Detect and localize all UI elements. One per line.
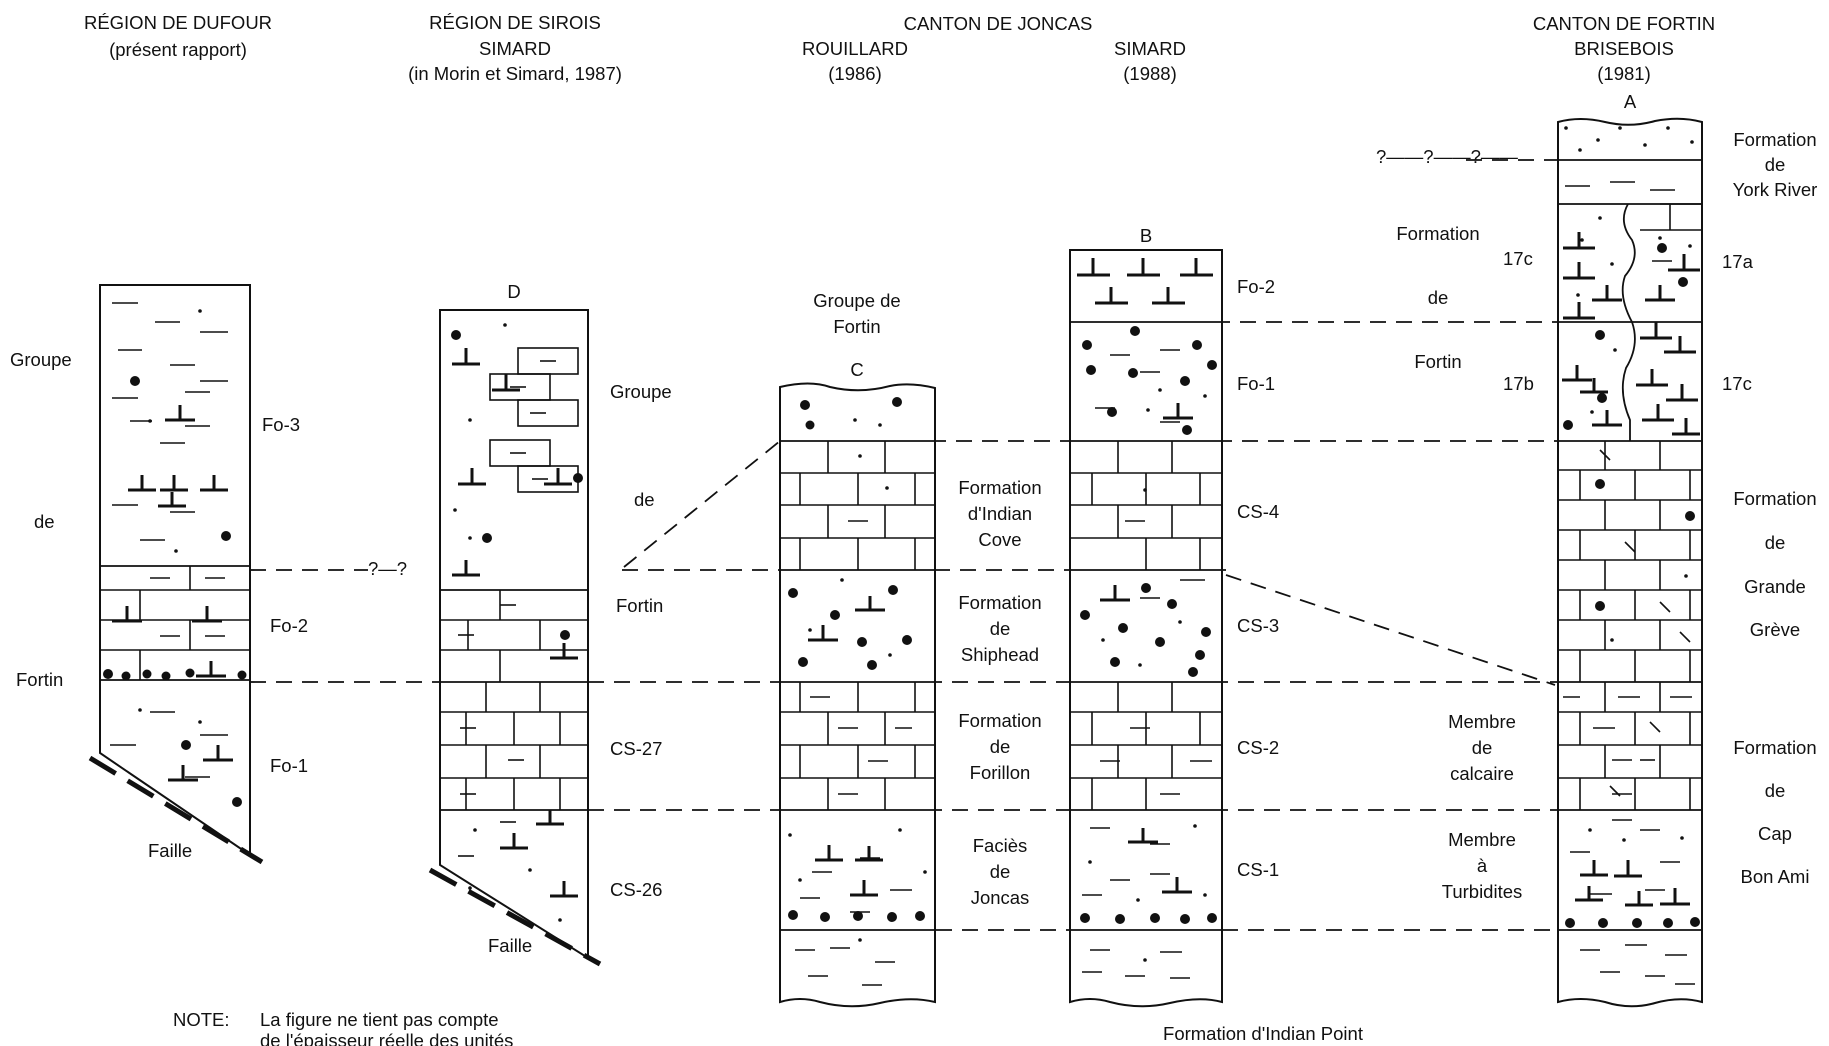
unit-label-17c-left: 17c xyxy=(1503,248,1533,269)
header-sirois-title: RÉGION DE SIROIS xyxy=(429,12,601,33)
column-brisebois-outline xyxy=(1558,119,1702,1007)
formation-indian-cove-1: Formation xyxy=(958,477,1041,498)
formation-indian-cove-3: Cove xyxy=(978,529,1021,550)
column-rouillard: C Groupe de Fortin Formation d'Indian Co… xyxy=(780,290,1042,1006)
header-sirois-ref: (in Morin et Simard, 1987) xyxy=(408,63,622,84)
york-river-query-label: ?——?——?—— xyxy=(1376,146,1518,167)
column-letter-b: B xyxy=(1140,225,1152,246)
formation-cap-bon-ami-2: de xyxy=(1765,780,1786,801)
header-dufour-sub: (présent rapport) xyxy=(109,39,247,60)
header-dufour: RÉGION DE DUFOUR (présent rapport) xyxy=(84,12,272,60)
facies-joncas-3: Joncas xyxy=(971,887,1030,908)
facies-joncas-2: de xyxy=(990,861,1011,882)
formation-grande-greve-4: Grève xyxy=(1750,619,1800,640)
unit-label-fo2-b: Fo-2 xyxy=(1237,276,1275,297)
header-simard-year: (1988) xyxy=(1123,63,1176,84)
column-sirois: D Groupe de Fortin CS-27 CS-26 Faille xyxy=(430,281,672,964)
note-line-1: La figure ne tient pas compte xyxy=(260,1009,499,1030)
formation-cap-bon-ami-4: Bon Ami xyxy=(1741,866,1810,887)
header-simard-name: SIMARD xyxy=(1114,38,1186,59)
column-simard-outline xyxy=(1070,250,1222,1006)
unit-label-cs3: CS-3 xyxy=(1237,615,1279,636)
header-fortin-title: CANTON DE FORTIN xyxy=(1533,13,1715,34)
member-turbidites-1: Membre xyxy=(1448,829,1516,850)
header-fortin: CANTON DE FORTIN BRISEBOIS (1981) xyxy=(1533,13,1715,84)
formation-indian-point-label: Formation d'Indian Point xyxy=(1163,1023,1363,1044)
col1-group-label-3: Fortin xyxy=(16,669,63,690)
fault-label: Faille xyxy=(488,935,532,956)
column-simard-1988: B Fo-2 Fo-1 CS-4 CS-3 CS-2 CS-1 xyxy=(1070,225,1279,1006)
header-rouillard-name: ROUILLARD xyxy=(802,38,908,59)
note-heading: NOTE: xyxy=(173,1009,230,1030)
unit-label-17b: 17b xyxy=(1503,373,1534,394)
formation-indian-cove-2: d'Indian xyxy=(968,503,1032,524)
fault-label: Faille xyxy=(148,840,192,861)
header-simard-1988: SIMARD (1988) xyxy=(1114,38,1186,84)
col5-group-label-1: Formation xyxy=(1396,223,1479,244)
member-turbidites-2: à xyxy=(1477,855,1488,876)
unit-label-17c-right: 17c xyxy=(1722,373,1752,394)
col1-group-label-2: de xyxy=(34,511,55,532)
col3-group-label-2: Fortin xyxy=(833,316,880,337)
query-label: ?—? xyxy=(368,558,407,579)
formation-cap-bon-ami-1: Formation xyxy=(1733,737,1816,758)
unit-label-fo1-b: Fo-1 xyxy=(1237,373,1275,394)
formation-grande-greve-2: de xyxy=(1765,532,1786,553)
formation-forillon-2: de xyxy=(990,736,1011,757)
formation-forillon-3: Forillon xyxy=(970,762,1031,783)
formation-shiphead-3: Shiphead xyxy=(961,644,1039,665)
column-brisebois: A Formation de Fortin 17c 17b 17a 17c Fo… xyxy=(1396,91,1817,1006)
column-letter-d: D xyxy=(507,281,520,302)
formation-grande-greve-3: Grande xyxy=(1744,576,1806,597)
col5-group-label-3: Fortin xyxy=(1414,351,1461,372)
unit-label-fo3: Fo-3 xyxy=(262,414,300,435)
header-dufour-title: RÉGION DE DUFOUR xyxy=(84,12,272,33)
header-fortin-author: BRISEBOIS xyxy=(1574,38,1674,59)
header-joncas: CANTON DE JONCAS xyxy=(904,13,1093,34)
col2-group-label-1: Groupe xyxy=(610,381,672,402)
col1-group-label-1: Groupe xyxy=(10,349,72,370)
note: NOTE: La figure ne tient pas compte de l… xyxy=(173,1009,513,1046)
unit-label-fo2: Fo-2 xyxy=(270,615,308,636)
facies-joncas-1: Faciès xyxy=(973,835,1028,856)
column-letter-a: A xyxy=(1624,91,1637,112)
col3-group-label-1: Groupe de xyxy=(813,290,900,311)
formation-shiphead-1: Formation xyxy=(958,592,1041,613)
formation-cap-bon-ami-3: Cap xyxy=(1758,823,1792,844)
column-dufour-outline xyxy=(100,285,250,855)
column-dufour: Groupe de Fortin Fo-3 Fo-2 Fo-1 Faille xyxy=(10,285,308,862)
col2-group-label-2: de xyxy=(634,489,655,510)
formation-york-river-1: Formation xyxy=(1733,129,1816,150)
header-fortin-year: (1981) xyxy=(1597,63,1650,84)
unit-label-cs4: CS-4 xyxy=(1237,501,1279,522)
member-calcaire-2: de xyxy=(1472,737,1493,758)
header-sirois: RÉGION DE SIROIS SIMARD (in Morin et Sim… xyxy=(408,12,622,84)
header-rouillard: ROUILLARD (1986) xyxy=(802,38,908,84)
col2-group-label-3: Fortin xyxy=(616,595,663,616)
note-line-2: de l'épaisseur réelle des unités xyxy=(260,1030,513,1046)
formation-shiphead-2: de xyxy=(990,618,1011,639)
member-calcaire-1: Membre xyxy=(1448,711,1516,732)
unit-label-cs2: CS-2 xyxy=(1237,737,1279,758)
formation-york-river-2: de xyxy=(1765,154,1786,175)
header-rouillard-year: (1986) xyxy=(828,63,881,84)
unit-label-cs27: CS-27 xyxy=(610,738,662,759)
column-letter-c: C xyxy=(850,359,863,380)
unit-label-cs26: CS-26 xyxy=(610,879,662,900)
unit-label-fo1: Fo-1 xyxy=(270,755,308,776)
member-calcaire-3: calcaire xyxy=(1450,763,1514,784)
formation-forillon-1: Formation xyxy=(958,710,1041,731)
header-sirois-author: SIMARD xyxy=(479,38,551,59)
unit-label-cs1: CS-1 xyxy=(1237,859,1279,880)
unit-label-17a: 17a xyxy=(1722,251,1754,272)
formation-grande-greve-1: Formation xyxy=(1733,488,1816,509)
col5-group-label-2: de xyxy=(1428,287,1449,308)
member-turbidites-3: Turbidites xyxy=(1442,881,1523,902)
formation-york-river-3: York River xyxy=(1733,179,1818,200)
